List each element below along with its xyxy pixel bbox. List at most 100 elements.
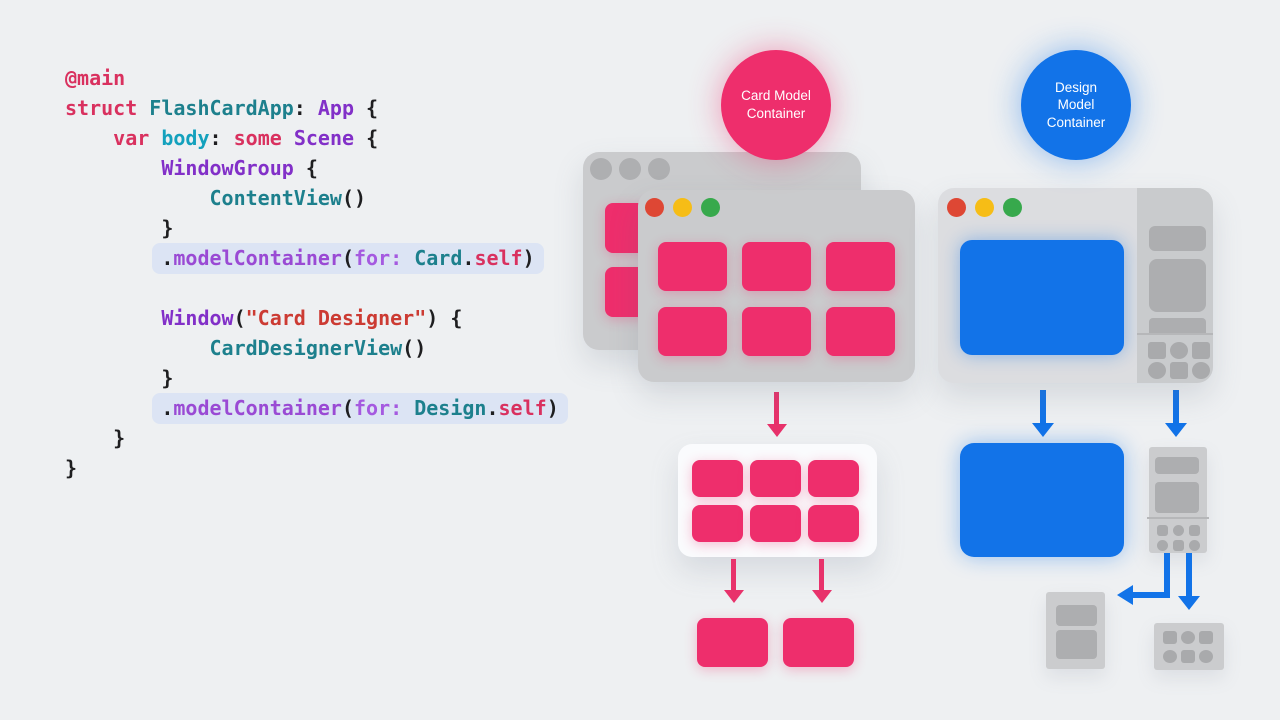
code-token: modelContainer (173, 396, 342, 420)
design-model-container-label: Design Model Container (1046, 79, 1106, 130)
tool-square-shape (1181, 650, 1195, 663)
code-token: struct (65, 96, 150, 120)
code-token: Window (161, 306, 234, 330)
code-token: CardDesignerView (209, 336, 403, 360)
code-token: for: (354, 396, 403, 420)
code-token: { (293, 156, 318, 180)
flow-arrow-sidebar (1173, 390, 1179, 424)
code-token: . (462, 246, 475, 270)
code-token: { (354, 126, 379, 150)
design-canvas-standalone (960, 443, 1124, 557)
code-token: } (65, 456, 78, 480)
card-tile (658, 242, 727, 291)
card-tile (742, 307, 811, 356)
inactive-traffic-light-icon (590, 158, 612, 180)
card-tile (826, 242, 895, 291)
flow-arrow-elbow-horizontal (1133, 592, 1170, 598)
tool-circle-shape (1170, 342, 1188, 359)
inspector-field (1056, 630, 1097, 659)
code-token: Card (414, 246, 463, 270)
flow-arrow-elbow-vertical (1164, 553, 1170, 598)
tool-square-shape (1148, 342, 1166, 359)
code-token: for: (354, 246, 403, 270)
flow-arrow-container-to-card-right (819, 559, 824, 591)
card-tile (783, 618, 854, 667)
card-grid-container (692, 460, 859, 542)
code-token: Scene (293, 126, 355, 150)
flow-arrow-card-window-to-container (774, 392, 779, 425)
inspector-fields-panel (1046, 592, 1105, 669)
code-highlight: .modelContainer(for: Card.self) (152, 243, 544, 274)
zoom-traffic-light-icon (1003, 198, 1022, 217)
tool-circle-shape (1173, 525, 1184, 536)
inspector-field (1149, 226, 1206, 251)
code-token: ( (341, 396, 354, 420)
code-highlight: .modelContainer(for: Design.self) (152, 393, 568, 424)
code-token: body (161, 126, 210, 150)
card-tile (697, 618, 768, 667)
code-token: var (113, 126, 162, 150)
close-traffic-light-icon (947, 198, 966, 217)
card-tile (742, 242, 811, 291)
inspector-field (1155, 457, 1199, 474)
tool-circle-shape (1189, 540, 1200, 551)
sidebar-divider (1147, 517, 1209, 519)
code-token: : (293, 96, 318, 120)
card-tile (750, 460, 801, 497)
design-inspector-sidebar (1137, 188, 1213, 383)
code-token: } (161, 216, 174, 240)
code-line: struct FlashCardApp: App { (65, 93, 568, 123)
tool-circle-shape (1192, 362, 1210, 379)
code-token (402, 246, 414, 270)
card-tile (826, 307, 895, 356)
card-tile (750, 505, 801, 542)
code-token: @main (65, 66, 126, 90)
code-line: } (65, 363, 568, 393)
tool-circle-shape (1157, 540, 1168, 551)
tool-palette-grid (1157, 525, 1200, 551)
arrowhead-down-icon (1165, 423, 1187, 437)
tool-palette-grid (1163, 631, 1213, 663)
flow-arrow-container-to-card-left (731, 559, 736, 591)
code-token: ) (522, 246, 535, 270)
code-token: . (161, 246, 174, 270)
tool-circle-shape (1163, 650, 1177, 663)
code-line: var body: some Scene { (65, 123, 568, 153)
zoom-traffic-light-icon (701, 198, 720, 217)
code-line: } (65, 213, 568, 243)
code-token: ContentView (209, 186, 342, 210)
code-token: ( (341, 246, 354, 270)
code-token: modelContainer (173, 246, 342, 270)
tool-square-shape (1157, 525, 1168, 536)
inspector-field (1056, 605, 1097, 626)
design-canvas-area (960, 240, 1124, 355)
code-token: self (498, 396, 547, 420)
code-token: "Card Designer" (245, 306, 427, 330)
code-token: Design (414, 396, 487, 420)
close-traffic-light-icon (645, 198, 664, 217)
tool-square-shape (1170, 362, 1188, 379)
arrowhead-down-icon (1178, 596, 1200, 610)
code-line: CardDesignerView() (65, 333, 568, 363)
code-line: Window("Card Designer") { (65, 303, 568, 333)
code-line: @main (65, 63, 568, 93)
minimize-traffic-light-icon (975, 198, 994, 217)
code-token: . (486, 396, 499, 420)
code-line (65, 273, 568, 303)
code-token: some (233, 126, 294, 150)
tool-square-shape (1199, 631, 1213, 644)
tool-square-shape (1192, 342, 1210, 359)
inactive-traffic-light-icon (648, 158, 670, 180)
code-token: () (402, 336, 427, 360)
arrowhead-down-icon (1032, 423, 1054, 437)
code-token: App (317, 96, 355, 120)
code-token: { (354, 96, 379, 120)
flow-arrow-tools (1186, 553, 1192, 597)
arrowhead-down-icon (724, 590, 744, 603)
code-line: } (65, 423, 568, 453)
inspector-sidebar-standalone (1147, 447, 1209, 553)
code-token: : (209, 126, 234, 150)
minimize-traffic-light-icon (673, 198, 692, 217)
arrowhead-left-icon (1117, 585, 1133, 605)
